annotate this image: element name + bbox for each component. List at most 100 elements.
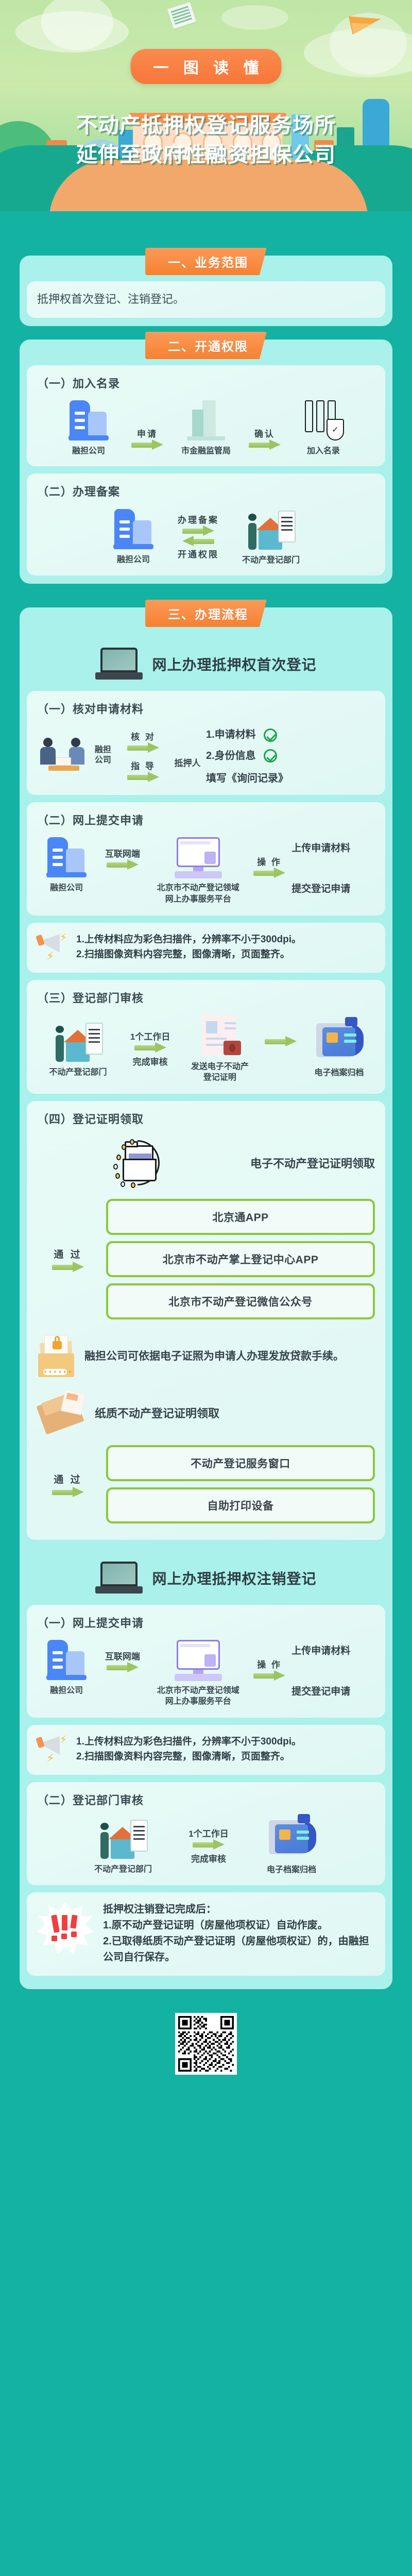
content-body: 一、业务范围 抵押权首次登记、注销登记。 二、开通权限 （一）加入名录 融担公司… <box>0 242 412 2098</box>
upload-notice-card-2: ⚡⚡ 1.上传材料应为彩色扫描件，分辨率不小于300dpi。 2.扫描图像资料内… <box>27 1724 385 1775</box>
arrow-right-icon <box>253 1670 286 1681</box>
arrow-right-icon <box>253 868 286 878</box>
flow-node-directory: 加入名录 <box>290 400 357 456</box>
paper-cert-row: 纸质不动产登记证明领取 <box>36 1389 375 1435</box>
flow-edge-label: 互联网端 <box>105 849 140 859</box>
flow-node-company: 融担公司 <box>55 400 122 456</box>
flow-edge-operate: 操 作 <box>250 837 288 884</box>
loan-note-text: 融担公司可依据电子证照为申请人办理发放贷款手续。 <box>84 1350 344 1362</box>
final-note-row: 抵押权注销登记完成后： 1.原不动产登记证明（房屋他项权证）自动作废。 2.已取… <box>37 1901 375 1965</box>
property-registry-icon <box>246 509 296 550</box>
filing-card: （二）办理备案 融担公司 办理备案 开通权限 <box>27 473 385 575</box>
exclamation-burst-icon <box>37 1901 94 1955</box>
flow-edge-plain <box>261 1036 300 1061</box>
submit-outputs: 上传申请材料 提交登记申请 <box>291 1640 375 1698</box>
check-circle-icon <box>264 749 278 763</box>
flow-node-label: 市金融监管局 <box>181 447 231 455</box>
channel-button-mobile-registry[interactable]: 北京市不动产掌上登记中心APP <box>106 1241 375 1277</box>
arrow-right-icon <box>127 742 159 753</box>
qr-code[interactable] <box>175 2012 237 2075</box>
digital-archive-icon <box>267 1814 316 1859</box>
notice-line-2: 2.扫描图像资料内容完整，图像清晰，页面整齐。 <box>76 1751 290 1762</box>
online-submit-title: （二）网上提交申请 <box>37 814 144 827</box>
process-part1-title: 网上办理抵押权首次登记 <box>152 657 317 673</box>
flow-node-archive: 电子档案归档 <box>303 1017 375 1078</box>
flow-node-certificate: 发送电子不动产 登记证明 <box>181 1014 258 1083</box>
check-circle-icon <box>264 728 278 742</box>
join-directory-title: （一）加入名录 <box>37 377 121 390</box>
flow-edge-label: 互联网端 <box>105 1651 140 1662</box>
megaphone-icon: ⚡⚡ <box>36 1734 71 1765</box>
flow-edge-label-days: 1个工作日 <box>130 1032 170 1042</box>
arrow-right-icon <box>52 1487 84 1498</box>
flow-edge-verify-guide: 核 对 指 导 <box>117 730 169 783</box>
flow-node-company: 融担公司 <box>37 735 114 776</box>
through-arrow-group: 通 过 <box>37 1247 99 1273</box>
through-label: 通 过 <box>54 1249 82 1261</box>
notice-line-2: 2.扫描图像资料内容完整，图像清晰，页面整齐。 <box>76 949 290 960</box>
flow-node-label-line1: 发送电子不动产 <box>191 1062 249 1071</box>
submit-outputs: 上传申请材料 提交登记申请 <box>291 837 375 895</box>
flow-node-company: 融担公司 <box>37 1639 96 1696</box>
arrow-right-icon <box>265 1036 297 1047</box>
section-business-scope: 一、业务范围 抵押权首次登记、注销登记。 <box>20 248 392 326</box>
flow-node-label: 融担公司 <box>50 884 83 893</box>
output-upload-label: 上传申请材料 <box>291 1645 351 1656</box>
building-roof <box>129 113 286 123</box>
megaphone-icon: ⚡⚡ <box>36 932 71 962</box>
checklist-item-label: 2.身份信息 <box>206 750 256 761</box>
mortgagor-label: 抵押人 <box>174 758 201 768</box>
flow-node-label-line2: 网上办事服务平台 <box>165 1697 231 1706</box>
channel-button-service-window[interactable]: 不动产登记服务窗口 <box>106 1445 375 1481</box>
flow-edge-label-verify: 核 对 <box>131 732 156 742</box>
laptop-icon <box>95 1561 143 1595</box>
desktop-monitor-icon <box>174 1639 223 1682</box>
flow-edge-label-complete: 完成审核 <box>191 1854 226 1864</box>
registry-review-title: （三）登记部门审核 <box>37 991 144 1005</box>
read-badge: 一 图 读 懂 <box>130 49 282 84</box>
ground-band <box>0 211 412 242</box>
section-process: 三、办理流程 网上办理抵押权首次登记 （一）核对申请材料 融担公司 核 对 <box>20 600 392 1989</box>
online-submit-card-2: （一）网上提交申请 融担公司 互联网端 北京市不 <box>27 1604 385 1718</box>
arrow-right-icon <box>106 1662 139 1672</box>
registry-review-title-2: （二）登记部门审核 <box>37 1793 144 1807</box>
online-submit-flow: 融担公司 互联网端 北京市不动产登记领域 网上办事服务平台 操 作 <box>37 837 375 905</box>
flow-node-registry: 不动产登记部门 <box>77 1818 169 1874</box>
channel-button-wechat[interactable]: 北京市不动产登记微信公众号 <box>106 1283 375 1319</box>
paper-channel-button-list: 不动产登记服务窗口 自助打印设备 <box>106 1439 375 1530</box>
checklist-item: 2.身份信息 <box>206 747 375 763</box>
verified-directory-icon <box>303 400 344 440</box>
digital-archive-icon <box>314 1017 364 1062</box>
flow-node-registry: 不动产登记部门 <box>230 509 312 565</box>
flow-edge-operate: 操 作 <box>250 1640 288 1687</box>
output-upload-label: 上传申请材料 <box>291 843 351 854</box>
flow-node-label-line2: 网上办事服务平台 <box>165 895 231 904</box>
section-permission: 二、开通权限 （一）加入名录 融担公司 申请 市金融监管局 <box>20 332 392 584</box>
flow-node-label: 融担公司 <box>72 447 105 455</box>
channel-button-beijingtong[interactable]: 北京通APP <box>106 1198 375 1235</box>
verify-materials-flow: 融担公司 核 对 指 导 抵押人 1.申请材料 2.身份信息 <box>37 726 375 785</box>
checklist-item-label: 1.申请材料 <box>206 729 256 740</box>
flow-node-label-line1: 北京市不动产登记领域 <box>157 1686 239 1695</box>
channel-button-list: 北京通APP 北京市不动产掌上登记中心APP 北京市不动产登记微信公众号 <box>106 1193 375 1326</box>
verify-materials-title: （一）核对申请材料 <box>37 703 144 716</box>
arrow-right-icon <box>52 1262 84 1273</box>
arrow-right-icon <box>249 439 281 450</box>
cloud-decoration <box>41 0 113 50</box>
cloud-decoration <box>304 28 412 77</box>
inquiry-record-label: 填写《询问记录》 <box>206 773 288 785</box>
process-part2-heading: 网上办理抵押权注销登记 <box>20 1540 392 1598</box>
online-submit-flow-2: 融担公司 互联网端 北京市不动产登记领域 网上办事服务平台 操 作 <box>37 1639 375 1707</box>
channel-button-self-print[interactable]: 自助打印设备 <box>106 1487 375 1523</box>
folder-icon <box>111 1138 168 1188</box>
flow-edge-label-bottom: 开通权限 <box>178 550 219 560</box>
cloud-decoration <box>15 11 129 53</box>
output-submit-label: 提交登记申请 <box>291 884 351 895</box>
paper-cert-label: 纸质不动产登记证明领取 <box>95 1406 220 1420</box>
flow-edge-internet: 互联网端 <box>99 837 146 876</box>
certificate-collect-card: （四）登记证明领取 电子不动产登记证明领取 通 过 <box>27 1100 385 1540</box>
flow-node-archive: 电子档案归档 <box>248 1814 335 1875</box>
flow-node-label: 不动产登记部门 <box>94 1865 152 1874</box>
secure-document-icon: ✦✦✦✦✦✦ <box>37 1334 77 1378</box>
flow-node-bureau: 市金融监管局 <box>173 400 239 456</box>
